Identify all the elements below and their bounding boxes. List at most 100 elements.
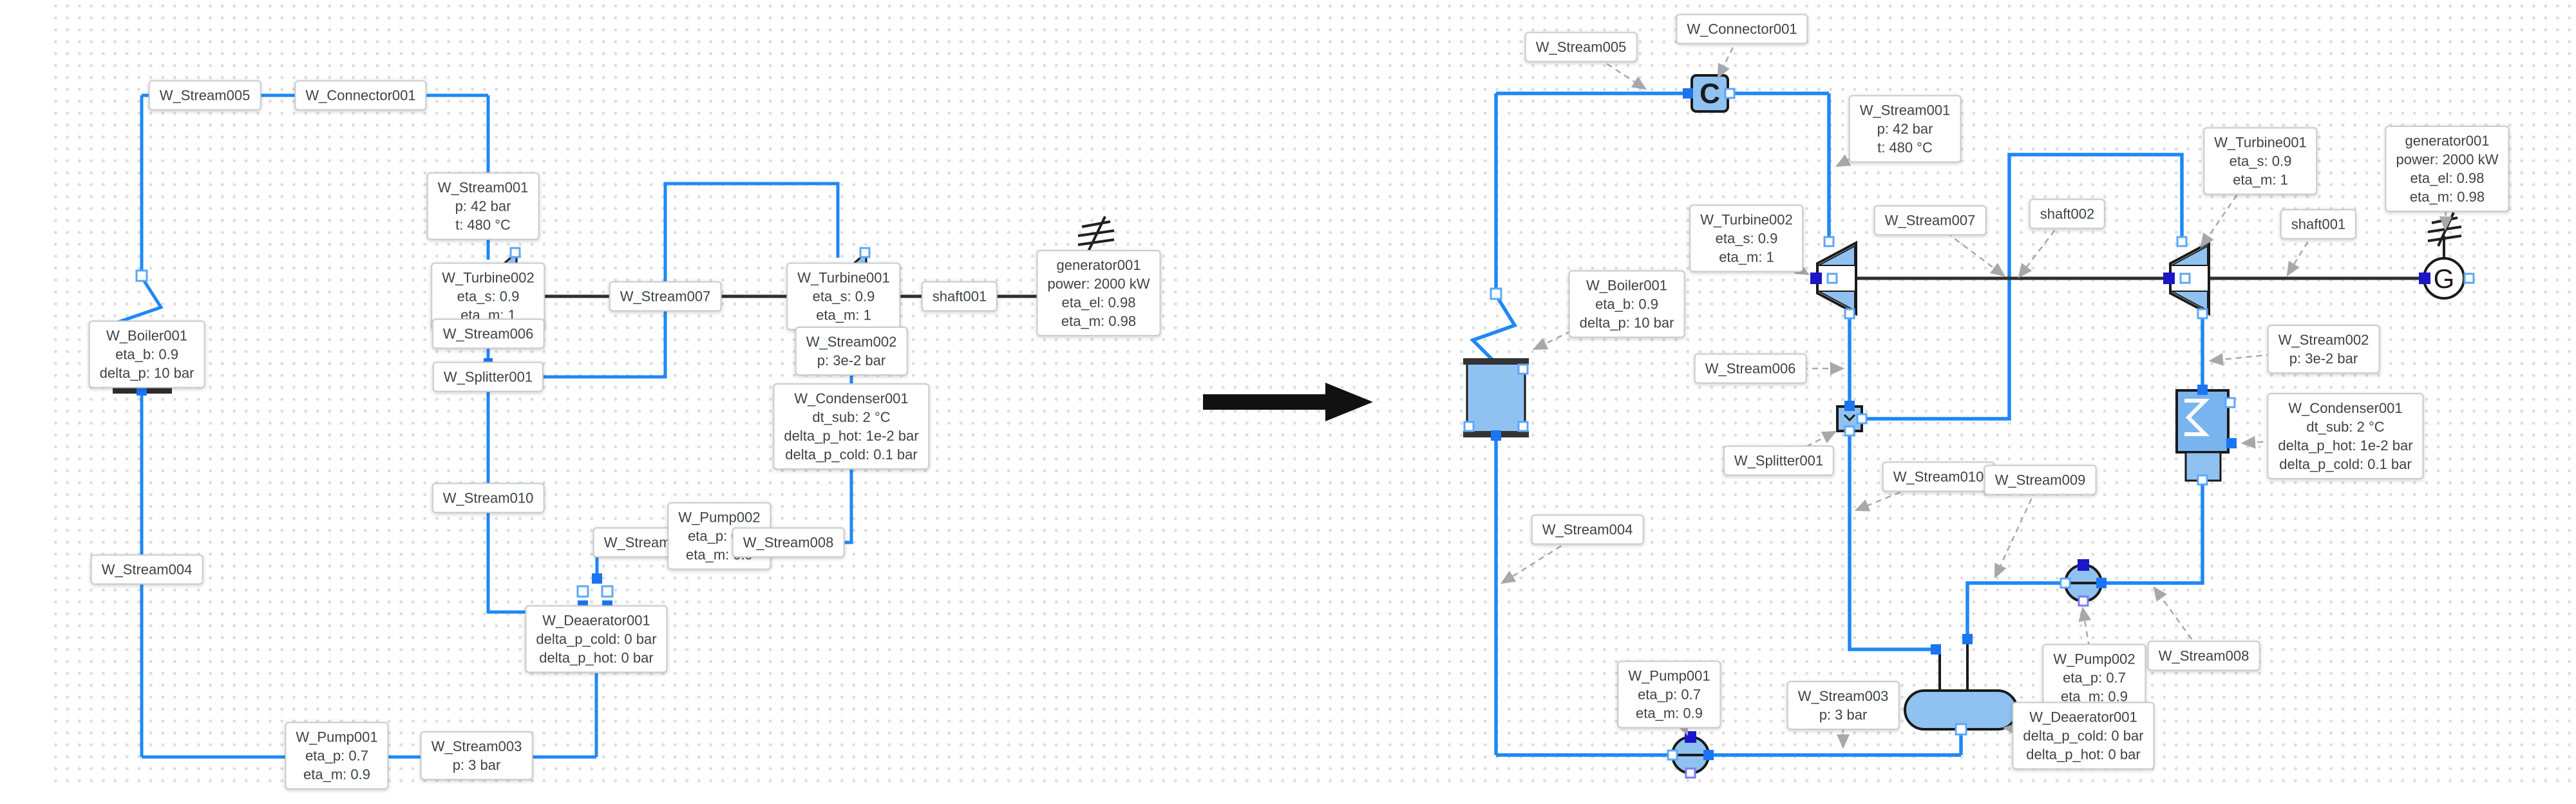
port-boiler-in[interactable] — [1490, 287, 1502, 300]
port-turbine002-in-left[interactable] — [509, 247, 521, 258]
port-splitter-out-r[interactable] — [1856, 413, 1868, 425]
port-boiler-top-left[interactable] — [135, 269, 148, 282]
label-left-w-stream007[interactable]: W_Stream007 — [609, 281, 722, 312]
pump002-icon[interactable] — [2060, 559, 2107, 607]
generator-hatch-icon-left[interactable] — [1077, 216, 1115, 252]
label-left-w-stream005[interactable]: W_Stream005 — [148, 80, 261, 111]
label-right-w-stream010[interactable]: W_Stream010 — [1882, 461, 1995, 492]
label-line: delta_p_cold: 0.1 bar — [785, 446, 918, 463]
generator001-icon[interactable]: G — [2419, 212, 2475, 300]
stream-w-stream007-line-r[interactable] — [1862, 153, 2184, 421]
port-deaerator-hot[interactable] — [1962, 634, 1973, 644]
port-turbine001-mid[interactable] — [2179, 273, 2191, 284]
port-condenser-out[interactable] — [2197, 474, 2208, 486]
label-left-w-connector001[interactable]: W_Connector001 — [294, 80, 427, 111]
label-left-w-stream004[interactable]: W_Stream004 — [90, 554, 204, 585]
turbine002-icon[interactable] — [1810, 236, 1857, 320]
port-boiler-rb[interactable] — [1517, 421, 1529, 432]
port-condenser-r2[interactable] — [2226, 438, 2237, 448]
label-line: W_Stream006 — [442, 325, 534, 342]
label-right-w-stream008[interactable]: W_Stream008 — [2147, 640, 2260, 671]
label-right-shaft001[interactable]: shaft001 — [2280, 209, 2357, 240]
port-turbine001-out[interactable] — [2197, 308, 2208, 320]
port-turbine002-mid[interactable] — [1826, 273, 1838, 284]
label-line: eta_b: 0.9 — [115, 346, 178, 363]
connector001-icon[interactable]: C — [1683, 74, 1736, 113]
port-turbine001-in-left[interactable] — [859, 247, 871, 258]
port-condenser-r1[interactable] — [2224, 397, 2236, 408]
port-pump002-left[interactable] — [2060, 577, 2071, 589]
port-pump002-right[interactable] — [2096, 578, 2107, 588]
port-boiler-lb[interactable] — [1463, 421, 1475, 432]
port-pump001-right[interactable] — [1703, 750, 1714, 760]
port-deaerator-out[interactable] — [1955, 723, 1967, 736]
port-pump002-bottom[interactable] — [2078, 595, 2089, 607]
label-left-w-splitter001[interactable]: W_Splitter001 — [432, 361, 544, 392]
port-boiler-rt[interactable] — [1517, 363, 1529, 375]
label-line: eta_m: 0.98 — [2409, 189, 2485, 206]
boiler001-icon[interactable] — [1463, 287, 1529, 441]
label-left-w-stream008[interactable]: W_Stream008 — [732, 527, 845, 558]
port-generator-shaft[interactable] — [2419, 273, 2430, 284]
label-right-w-stream005[interactable]: W_Stream005 — [1524, 32, 1638, 62]
boiler-zigzag-right[interactable] — [1469, 294, 1518, 362]
label-left-shaft001[interactable]: shaft001 — [921, 281, 998, 312]
pump001-icon[interactable] — [1667, 731, 1714, 779]
port-connector-out[interactable] — [1724, 88, 1736, 99]
port-deaerator-a-left[interactable] — [576, 585, 589, 598]
port-pump001-bottom[interactable] — [1685, 767, 1696, 779]
splitter001-icon[interactable] — [1836, 401, 1868, 437]
port-turbine002-shaft[interactable] — [1810, 273, 1822, 284]
port-turbine001-in[interactable] — [2176, 236, 2188, 247]
port-pump002-top[interactable] — [2078, 559, 2089, 571]
label-right-w-splitter001[interactable]: W_Splitter001 — [1723, 445, 1835, 476]
port-turbine001-shaft[interactable] — [2163, 273, 2175, 284]
label-line: delta_p: 10 bar — [99, 365, 194, 381]
port-turbine002-in[interactable] — [1823, 236, 1835, 247]
label-right-w-stream004[interactable]: W_Stream004 — [1531, 514, 1644, 545]
port-deaerator-b-left[interactable] — [601, 585, 614, 598]
label-left-w-stream006[interactable]: W_Stream006 — [431, 318, 545, 349]
port-turbine002-out[interactable] — [1844, 308, 1855, 320]
label-right-w-connector001[interactable]: W_Connector001 — [1676, 14, 1808, 44]
port-condenser-in[interactable] — [2197, 385, 2208, 395]
port-splitter-out-b[interactable] — [1844, 425, 1855, 437]
stream-w-stream007-line[interactable] — [488, 182, 840, 379]
condenser001-icon[interactable] — [2175, 385, 2237, 486]
right-icons: C — [1463, 74, 2475, 779]
port-deaerator-cold[interactable] — [1931, 644, 1941, 655]
port-generator-out[interactable] — [2463, 273, 2475, 284]
label-right-w-stream009[interactable]: W_Stream009 — [1984, 464, 2097, 495]
port-pump001-left[interactable] — [1667, 749, 1678, 761]
label-right-w-stream006[interactable]: W_Stream006 — [1694, 353, 1807, 384]
label-left-w-stream010[interactable]: W_Stream010 — [431, 483, 545, 513]
port-deaerator-feed-left[interactable] — [592, 573, 602, 584]
turbine001-icon[interactable] — [2163, 236, 2210, 320]
port-boiler-out[interactable] — [1491, 430, 1501, 441]
label-right-shaft002[interactable]: shaft002 — [2029, 198, 2106, 229]
port-connector-in[interactable] — [1683, 88, 1693, 99]
label-right-w-stream007[interactable]: W_Stream007 — [1873, 205, 1987, 236]
stream-w-stream008-009-line-r[interactable] — [1965, 480, 2204, 638]
port-splitter-in[interactable] — [1844, 401, 1855, 411]
stream-w-stream010-line-r[interactable] — [1848, 431, 1933, 651]
